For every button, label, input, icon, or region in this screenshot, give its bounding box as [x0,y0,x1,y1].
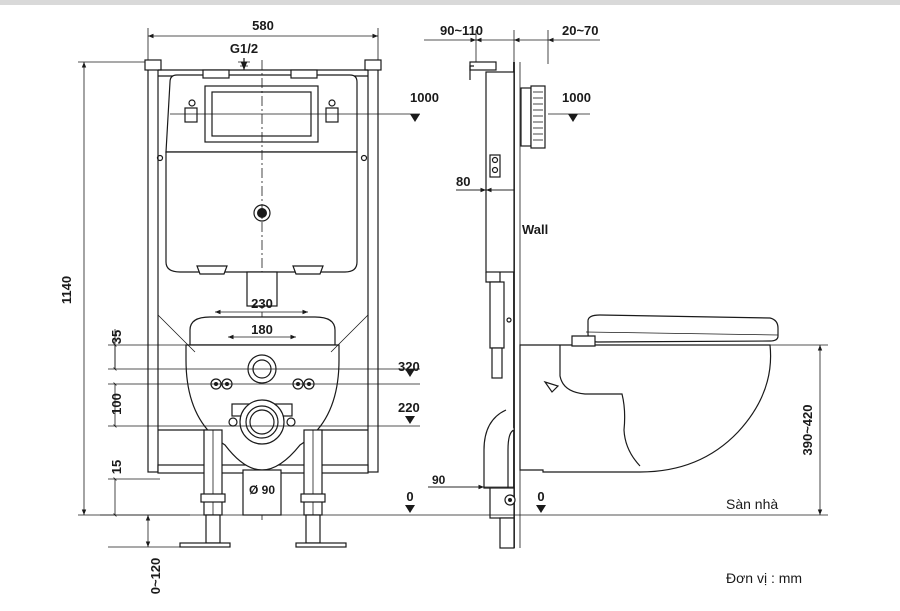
unit-label: Đơn vị : mm [726,570,802,586]
height-220-label: 220 [398,400,420,415]
frame-right-post [367,61,379,473]
flush-height-front-label: 1000 [410,90,439,105]
floor-label: Sàn nhà [726,496,778,512]
floor-zero-side-2-label: 0 [537,489,544,504]
frame-left-post [147,61,159,473]
top-strip [0,0,900,5]
seat-lid [587,314,779,343]
frame-width-label: 580 [252,18,274,33]
height-320-label: 320 [398,359,420,374]
drain-diameter-label: Ø 90 [249,483,275,497]
wall-label: Wall [522,222,548,237]
side-view: 90~110 20~70 Wall 1000 [424,23,828,549]
front-view: 580 G1/2 1140 [59,18,440,594]
flush-pipe [246,271,278,307]
seat-height-label: 390~420 [800,405,815,456]
drain-bend-side [483,409,515,489]
offset-15-label: 15 [109,460,124,474]
drain-ring [239,399,285,445]
offset-100-label: 100 [109,393,124,415]
wall-gap-label: 20~70 [562,23,599,38]
pipe-spacing-outer-label: 230 [251,296,273,311]
total-height-label: 1140 [59,276,74,304]
bowl-top-rim [189,316,336,346]
bowl-body-side [519,344,772,473]
right-foot [295,542,347,548]
leg-adjust-label: 0~120 [148,558,163,595]
depth-90-label: 90 [432,473,446,487]
flush-plate-side [530,85,546,149]
depth-80-label: 80 [456,174,470,189]
inlet-label: G1/2 [230,41,258,56]
floor-zero-front-label: 0 [406,489,413,504]
depth-range-label: 90~110 [440,23,483,38]
drain-pipe [242,469,282,516]
left-foot [179,542,231,548]
pipe-spacing-inner-label: 180 [251,322,273,337]
offset-35-label: 35 [109,330,124,344]
flush-height-side-label: 1000 [562,90,591,105]
